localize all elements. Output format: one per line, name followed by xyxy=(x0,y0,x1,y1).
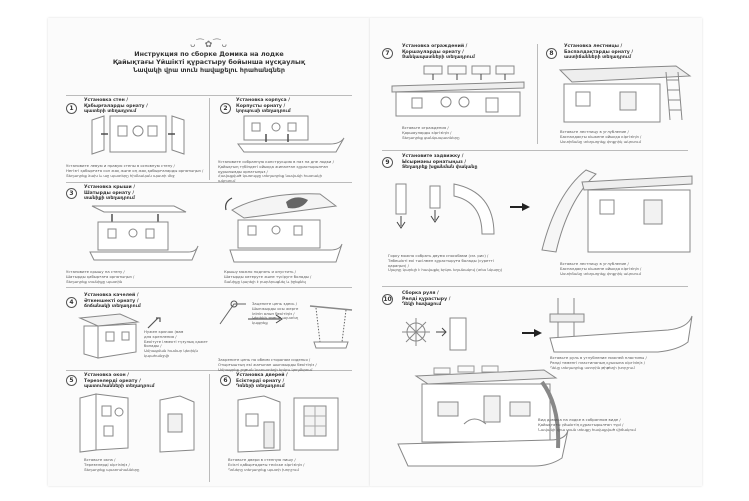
step-3-note: Установите крышу на стену /Шатырды қабыр… xyxy=(66,269,135,284)
divider xyxy=(382,150,688,151)
divider xyxy=(382,286,688,287)
slide-latch-illustration xyxy=(390,178,500,240)
assembled-note: Вид домика на лодке в собранном виде /Қа… xyxy=(538,417,636,432)
title-line-2: Қайықтағы Үйшікті құрастыру бойынша нұсқ… xyxy=(112,58,306,66)
step-9-title: Установите задвижку /Ысырманы орнатыңыз … xyxy=(402,154,478,171)
step-10-title: Сборка руля /Рөлді құрастыру /Ղեկի հավաք… xyxy=(402,291,451,308)
hull-assembly-illustration xyxy=(236,112,346,158)
step-number-10: 10 xyxy=(382,294,393,305)
step-7-title: Установка ограждений /Қоршауларды орнату… xyxy=(402,44,475,61)
divider xyxy=(66,287,352,288)
divider xyxy=(209,374,210,482)
divider xyxy=(66,95,352,96)
arrow-right-icon xyxy=(508,203,530,211)
divider xyxy=(209,98,210,180)
window-install-illustration xyxy=(76,392,200,454)
steering-wheel-illustration xyxy=(400,310,490,356)
step-number-6: 6 xyxy=(220,375,231,386)
assembled-houseboat-illustration xyxy=(394,366,570,470)
step-number-7: 7 xyxy=(382,48,393,59)
step-1-note: Установите левую и правую стены в основн… xyxy=(66,163,204,178)
door-install-illustration xyxy=(234,392,346,454)
step-10-note: Вставьте руль в углубление нижней пласти… xyxy=(550,355,647,370)
step-4c-note: Закрепите цепь по обеим сторонам сиденья… xyxy=(218,357,317,372)
step-8-note: Вставьте лестницу в углубление /Баспалда… xyxy=(560,129,642,144)
step-9-note: Горку можно собрать двумя способами (см.… xyxy=(388,253,503,273)
step-6-note: Вставьте двери в стенную нишу /Есікті қа… xyxy=(228,457,305,472)
chain-hook-illustration xyxy=(216,298,250,328)
left-page: ᴗ⁀✿⁀ᴗ Инструкция по сборке Домика на лод… xyxy=(48,18,370,486)
wall-assembly-illustration xyxy=(88,112,188,158)
step-number-8: 8 xyxy=(546,48,557,59)
right-page: 7 Установка ограждений /Қоршауларды орна… xyxy=(370,18,702,486)
step-number-1: 1 xyxy=(66,103,77,114)
arrow-icon xyxy=(246,314,286,324)
step-number-5: 5 xyxy=(66,375,77,386)
ladder-install-illustration xyxy=(550,62,696,126)
step-6-title: Установка дверей /Есіктерді орнату /Դռնե… xyxy=(236,373,288,390)
step-2-note: Установите собранную конструкцию в паз н… xyxy=(218,159,334,184)
swing-house-illustration xyxy=(74,312,144,360)
step-number-9: 9 xyxy=(382,157,393,168)
ornament-icon: ᴗ⁀✿⁀ᴗ xyxy=(189,40,229,50)
arrow-right-icon xyxy=(520,329,542,337)
step-2-title: Установка корпуса /Корпусты орнату /կորպ… xyxy=(236,98,291,115)
step-9b-note: Вставьте лестницу в углубление /Баспалда… xyxy=(560,261,642,276)
step-7-note: Вставьте ограждения /Қоршауларды кіргізі… xyxy=(402,125,460,140)
hook-icon xyxy=(146,316,166,330)
step-number-4: 4 xyxy=(66,297,77,308)
fence-install-illustration xyxy=(390,64,530,120)
step-8-title: Установка лестницы /Баспалдақтарды орнат… xyxy=(564,44,634,61)
slide-attached-illustration xyxy=(536,164,698,256)
step-number-2: 2 xyxy=(220,103,231,114)
divider xyxy=(66,182,352,183)
deck-plate-illustration xyxy=(548,298,694,354)
step-3-title: Установка крыши /Шатырды орнату /տանիքի … xyxy=(84,185,136,202)
title-line-3: Նավակի վրա տուն հավաքելու հրահանգներ xyxy=(132,66,286,74)
step-5-title: Установка окон /Терезелерді орнату /պատո… xyxy=(84,373,155,390)
step-3b-note: Крышу можно поднять и опустить /Шатырды … xyxy=(224,269,312,284)
step-number-3: 3 xyxy=(66,188,77,199)
swing-illustration xyxy=(306,302,356,358)
roof-lift-illustration xyxy=(224,188,344,266)
instruction-title: ᴗ⁀✿⁀ᴗ Инструкция по сборке Домика на лод… xyxy=(48,40,370,74)
divider xyxy=(537,44,538,144)
step-5-note: Вставьте окна /Терезелерді кіргізіңіз /Տ… xyxy=(84,457,140,472)
divider xyxy=(66,370,352,371)
roof-assembly-illustration xyxy=(88,202,200,262)
step-1-title: Установка стен /Қабырғаларды орнату /պատ… xyxy=(84,98,148,115)
step-4-title: Установка качелей /Әткеншекті орнату /ճո… xyxy=(84,293,141,310)
title-line-1: Инструкция по сборке Домика на лодке xyxy=(134,50,284,58)
